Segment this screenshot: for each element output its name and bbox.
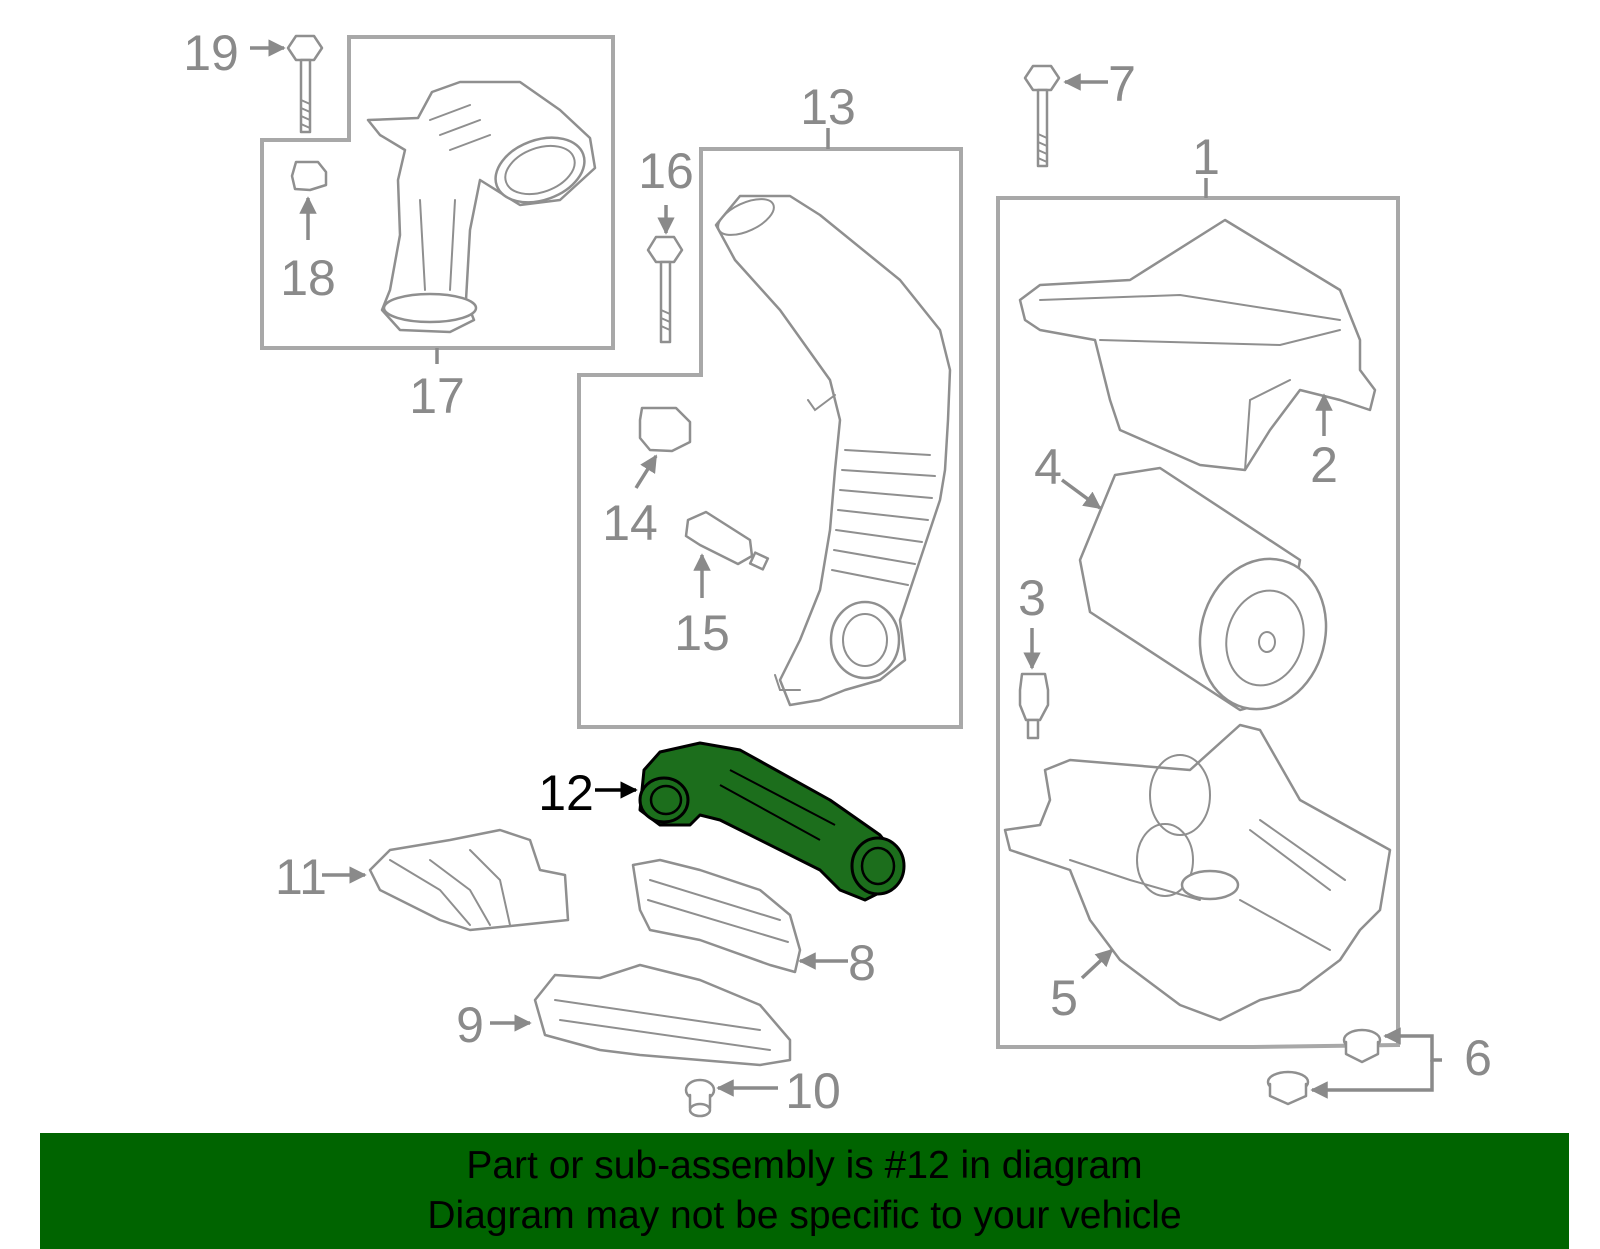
callout-15: 15 [674, 605, 730, 661]
callout-2: 2 [1310, 437, 1338, 493]
grommet-part-14 [638, 406, 692, 453]
callout-14: 14 [602, 495, 658, 551]
callout-17: 17 [409, 368, 465, 424]
info-banner: Part or sub-assembly is #12 in diagram D… [40, 1133, 1569, 1249]
banner-disclaimer: Diagram may not be specific to your vehi… [427, 1194, 1182, 1237]
callout-16: 16 [638, 143, 694, 199]
air-box-cover-part-2 [1018, 218, 1377, 472]
air-filter-part-4 [1078, 466, 1328, 712]
callout-3: 3 [1018, 570, 1046, 626]
shield-part-8 [631, 858, 802, 974]
callout-19: 19 [183, 25, 239, 81]
callout-4: 4 [1034, 439, 1062, 495]
hose-part-12-highlighted [638, 741, 906, 902]
clip-part-3 [1018, 672, 1050, 740]
callout-12-highlighted: 12 [538, 765, 594, 821]
callout-13: 13 [800, 79, 856, 135]
intake-part-11 [368, 828, 570, 932]
sensor-part-15 [684, 510, 770, 571]
callout-1: 1 [1192, 129, 1220, 185]
duct-part-9 [533, 963, 792, 1067]
grommet-part-6b [1266, 1070, 1310, 1106]
air-box-lower-part-5 [1003, 723, 1392, 1022]
bolt-part-19 [286, 34, 324, 134]
grommet-part-6a [1342, 1028, 1382, 1064]
banner-part-notice: Part or sub-assembly is #12 in diagram [466, 1144, 1143, 1187]
grommet-part-18 [290, 160, 328, 192]
bolt-part-7 [1023, 64, 1061, 168]
group-box-1 [996, 196, 1400, 1049]
callout-7: 7 [1108, 56, 1136, 112]
callout-5: 5 [1050, 970, 1078, 1026]
callout-8: 8 [848, 935, 876, 991]
callout-10: 10 [785, 1063, 841, 1119]
callout-11: 11 [275, 849, 327, 905]
callout-18: 18 [280, 250, 336, 306]
group-box-13 [577, 147, 963, 729]
intake-duct-part-17 [366, 80, 597, 334]
push-pin-part-10 [684, 1078, 716, 1118]
callout-6: 6 [1464, 1030, 1492, 1086]
group-box-17 [260, 35, 615, 350]
bolt-part-16 [646, 235, 684, 344]
callout-9: 9 [456, 997, 484, 1053]
air-duct-part-13 [714, 194, 952, 707]
